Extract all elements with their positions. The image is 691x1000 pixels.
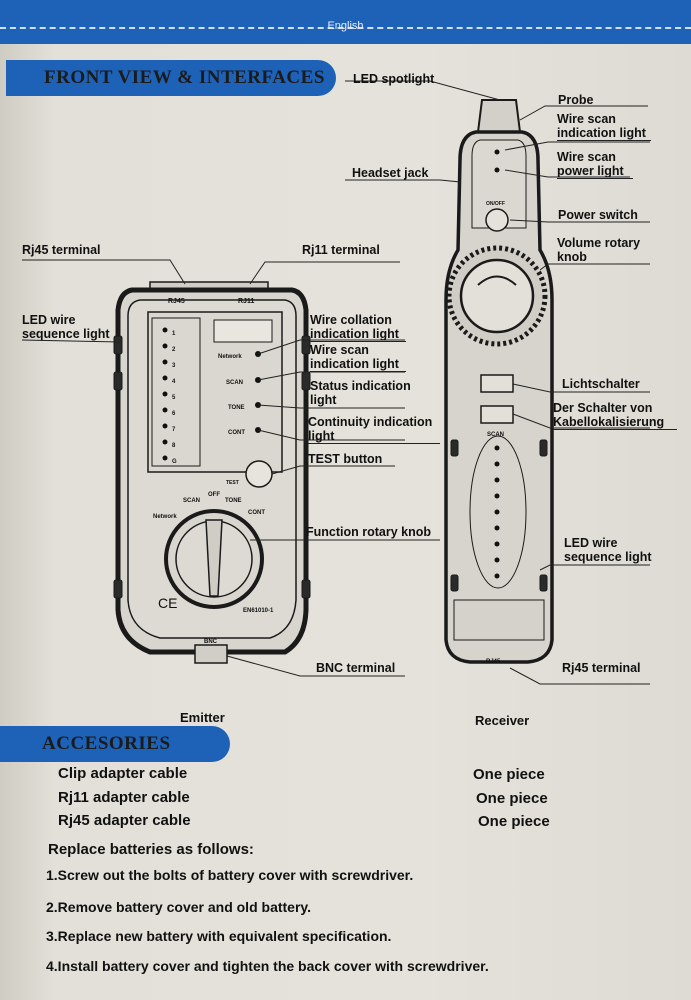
ce-mark: CE [158,595,178,611]
knob-off-label: OFF [208,492,220,498]
battery-step: 3.Replace new battery with equivalent sp… [46,928,392,944]
section-banner-accessories: ACCESORIES [0,726,230,762]
led-number: 4 [172,379,176,385]
led-number: 6 [172,411,176,417]
receiver-scan-text: SCAN [487,432,505,438]
accessory-qty: One piece [476,790,548,807]
test-text: TEST [226,480,239,486]
led-number: G [172,459,177,465]
led-number: 3 [172,363,176,369]
accessory-qty: One piece [473,766,545,783]
label-wire-collation: Wire collation indication light [310,313,406,342]
leader-lines [21,80,650,685]
emitter-rj11-port-label: RJ11 [238,298,255,305]
knob-cont-label: CONT [248,510,265,516]
label-wire-scan-indication: Wire scan indication light [557,112,651,141]
knob-scan-label: SCAN [183,498,201,504]
led-number: 8 [172,443,176,449]
label-emitter-wire-scan: Wire scan indication light [310,343,406,372]
emitter-led-numbers: 1 2 3 4 5 6 7 8 G [172,326,180,470]
label-test-button: TEST button [308,452,383,466]
led-number: 5 [172,395,176,401]
led-number: 1 [172,331,176,337]
label-power-switch: Power switch [558,208,638,222]
caption-emitter: Emitter [180,710,225,725]
emitter-device [113,281,311,664]
label-status-indication: Status indication light [310,379,411,407]
standard-label: EN61010-1 [243,608,274,614]
accessory-qty: One piece [478,813,550,830]
label-emitter-rj45: Rj45 terminal [22,243,101,257]
header-bar: English [0,0,691,44]
battery-intro: Replace batteries as follows: [48,841,254,858]
emitter-rj45-port-label: RJ45 [168,298,185,305]
label-lichtschalter: Lichtschalter [562,377,640,391]
battery-step: 1.Screw out the bolts of battery cover w… [46,867,414,883]
header-dash-line [0,27,691,29]
battery-step: 4.Install battery cover and tighten the … [46,958,489,974]
mode-tone-label: TONE [228,405,245,411]
section-banner-front-view: FRONT VIEW & INTERFACES [6,60,336,96]
label-function-knob: Function rotary knob [306,525,431,539]
led-number: 2 [172,347,176,353]
label-continuity-indication: Continuity indication light [308,415,440,444]
label-bnc-terminal: BNC terminal [316,661,396,675]
battery-step: 2.Remove battery cover and old battery. [46,899,312,915]
label-receiver-led-sequence: LED wire sequence light [564,536,652,564]
mode-scan-label: SCAN [226,380,244,386]
led-number: 7 [172,427,176,433]
bnc-port-label: BNC [204,639,217,645]
knob-network-label: Network [153,514,177,520]
onoff-text: ON/OFF [486,201,505,207]
accessory-item: Rj11 adapter cable [58,789,190,806]
label-headset-jack: Headset jack [352,166,429,180]
accessory-item: Clip adapter cable [58,765,188,782]
label-emitter-rj11: Rj11 terminal [302,243,380,257]
caption-receiver: Receiver [475,713,530,728]
accessory-item: Rj45 adapter cable [58,812,191,829]
label-led-spotlight: LED spotlight [353,72,435,86]
label-wire-scan-power: Wire scan power light [557,150,633,179]
label-emitter-led-sequence: LED wire sequence light [22,313,110,341]
knob-tone-label: TONE [225,498,242,504]
label-kabellokalisierung: Der Schalter von Kabellokalisierung [553,401,677,430]
label-receiver-rj45: Rj45 terminal [562,661,641,675]
receiver-device [444,99,554,664]
mode-network-label: Network [218,354,242,360]
receiver-rj45-port-label: RJ45 [486,659,501,665]
label-volume-knob: Volume rotary knob [557,236,641,264]
mode-cont-label: CONT [228,430,245,436]
label-probe: Probe [558,93,594,107]
language-label: English [327,20,364,32]
